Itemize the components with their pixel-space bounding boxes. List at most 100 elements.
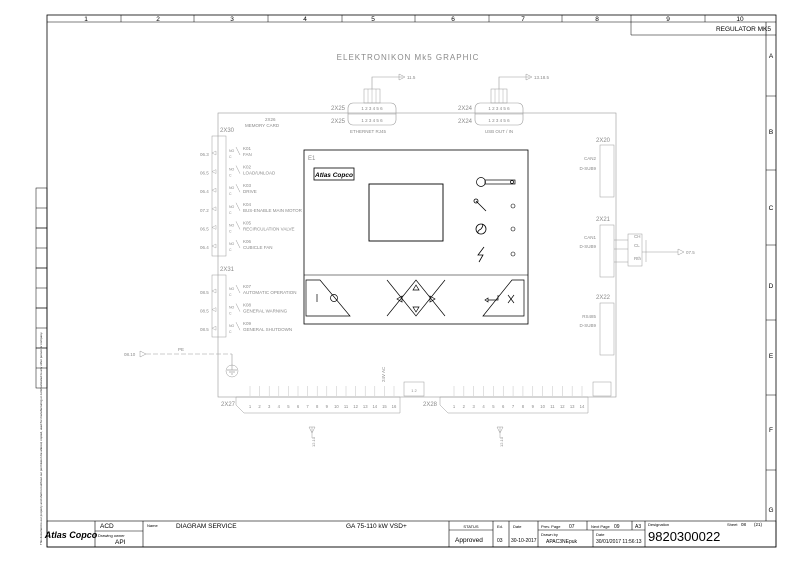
column-label: 6	[451, 16, 455, 23]
row-label: G	[768, 507, 773, 514]
svg-text:Atlas Copco: Atlas Copco	[44, 530, 98, 540]
row-label: D	[769, 283, 774, 290]
column-label: 9	[666, 16, 670, 23]
pin-number: 1	[249, 404, 252, 409]
cross-reference: 12.10	[311, 436, 316, 447]
contact-label: C	[229, 248, 232, 252]
relay-name: AUTOMATIC OPERATION	[243, 290, 297, 295]
contact-label: NO	[229, 242, 235, 246]
pin-number: 12	[353, 404, 358, 409]
relay-contact	[235, 322, 241, 331]
column-label: 3	[230, 16, 234, 23]
connector-label: 2X22	[596, 295, 611, 301]
connector-label: 2X25	[331, 119, 346, 125]
connector-label: 2X25	[331, 106, 346, 112]
row-label: B	[769, 129, 773, 136]
relay-name: FAN	[243, 152, 252, 157]
contact-label: C	[229, 330, 232, 334]
bus-label: D-SUB9	[579, 244, 596, 249]
relay-contact	[235, 146, 241, 156]
prev-page-value: 07	[569, 524, 575, 530]
designation-number: 9820300022	[648, 529, 720, 544]
pin-number: 15	[382, 404, 387, 409]
cross-reference: 06.3	[200, 152, 209, 157]
relay-code: K05	[243, 220, 252, 225]
pin-number: 2	[463, 404, 466, 409]
column-label: 8	[595, 16, 599, 23]
pin-number: 11	[344, 404, 349, 409]
column-label: 1	[84, 16, 88, 23]
connector-label: 2X31	[220, 267, 235, 273]
pin-number: 8	[316, 404, 319, 409]
connector-x27: 2X27 12.10	[221, 396, 401, 447]
copyright-note: This document is our property and shall …	[39, 332, 43, 545]
power-warning-icon	[477, 246, 485, 263]
contact-label: NO	[229, 324, 235, 328]
pin-number: 3	[473, 404, 476, 409]
column-label: 7	[521, 16, 525, 23]
connector-label: 2X24	[458, 119, 473, 125]
cross-reference: 06.4	[200, 189, 209, 194]
contact-label: NO	[229, 149, 235, 153]
memory-card-label: MEMORY CARD	[245, 123, 280, 128]
column-label: 5	[371, 16, 375, 23]
terminal-marker	[211, 206, 217, 212]
relay-rows: 06.3NOCK01FAN06.5NOCK02LOAD/UNLOAD06.4NO…	[200, 146, 303, 252]
company: ACD	[100, 523, 114, 530]
pin-number: 5	[492, 404, 495, 409]
memory-card-connector: 2X26	[265, 117, 276, 122]
usb-connector: 13.18.5 2X24 2X24 1 2 3 4 5 6 1 2 3 4 5 …	[458, 73, 550, 134]
connector-label: 2X28	[423, 402, 438, 408]
relay-contact	[235, 221, 241, 230]
ethernet-connector: 11.5 2X25 2X25 1 2 3 4 5 6 1 2 3 4 5 6 E…	[331, 73, 416, 134]
cross-reference: 08.10	[124, 352, 136, 357]
pin-number: 13	[570, 404, 575, 409]
display-screen	[368, 183, 444, 242]
contact-label: NO	[229, 168, 235, 172]
contact-label: NO	[229, 223, 235, 227]
signal-label: CL	[634, 243, 640, 248]
relay-contact	[235, 165, 241, 174]
terminal-marker	[211, 150, 217, 156]
pin-numbers: 1 2	[411, 388, 417, 393]
wrench-icon	[473, 198, 487, 212]
ed-label: Ed.	[497, 524, 503, 529]
terminal-marker	[211, 169, 217, 174]
contact-label: NO	[229, 205, 235, 209]
signal-label: CH	[634, 234, 641, 239]
pin-number: 13	[363, 404, 368, 409]
pin-numbers: 1 2 3 4 5 6	[488, 118, 510, 123]
relay-code: K06	[243, 239, 252, 244]
cross-reference: 06.5	[200, 171, 209, 176]
relay-code: K09	[243, 321, 252, 326]
drawing-name: DIAGRAM SERVICE	[176, 523, 237, 530]
pin-number: 4	[278, 404, 281, 409]
pin-number: 4	[482, 404, 485, 409]
next-page-label: Next Page	[591, 524, 610, 529]
status-label: STATUS	[463, 524, 479, 529]
start-stop-buttons	[305, 279, 351, 317]
bus-label: CAN2	[584, 156, 597, 161]
cross-reference: 12.10	[499, 436, 504, 447]
pin-number: 10	[334, 404, 339, 409]
row-label: F	[769, 427, 773, 434]
bus-label: D-SUB9	[579, 166, 596, 171]
status-value: Approved	[455, 537, 483, 544]
prev-page-label: Prev. Page	[541, 524, 561, 529]
header-title: REGULATOR MK5	[716, 26, 771, 33]
port-label: ETHERNET RJ45	[350, 129, 386, 134]
paper-size: A3	[635, 524, 641, 530]
contact-label: C	[229, 192, 232, 196]
left-margin-tabs	[35, 187, 48, 389]
navigation-arrows	[386, 279, 446, 317]
row-label: E	[769, 353, 774, 360]
relay-code: K08	[243, 303, 252, 308]
drawing-owner: API	[115, 539, 126, 546]
date-label: Date	[513, 524, 522, 529]
indicator-led	[510, 203, 516, 209]
cross-reference: 08.5	[200, 309, 209, 314]
